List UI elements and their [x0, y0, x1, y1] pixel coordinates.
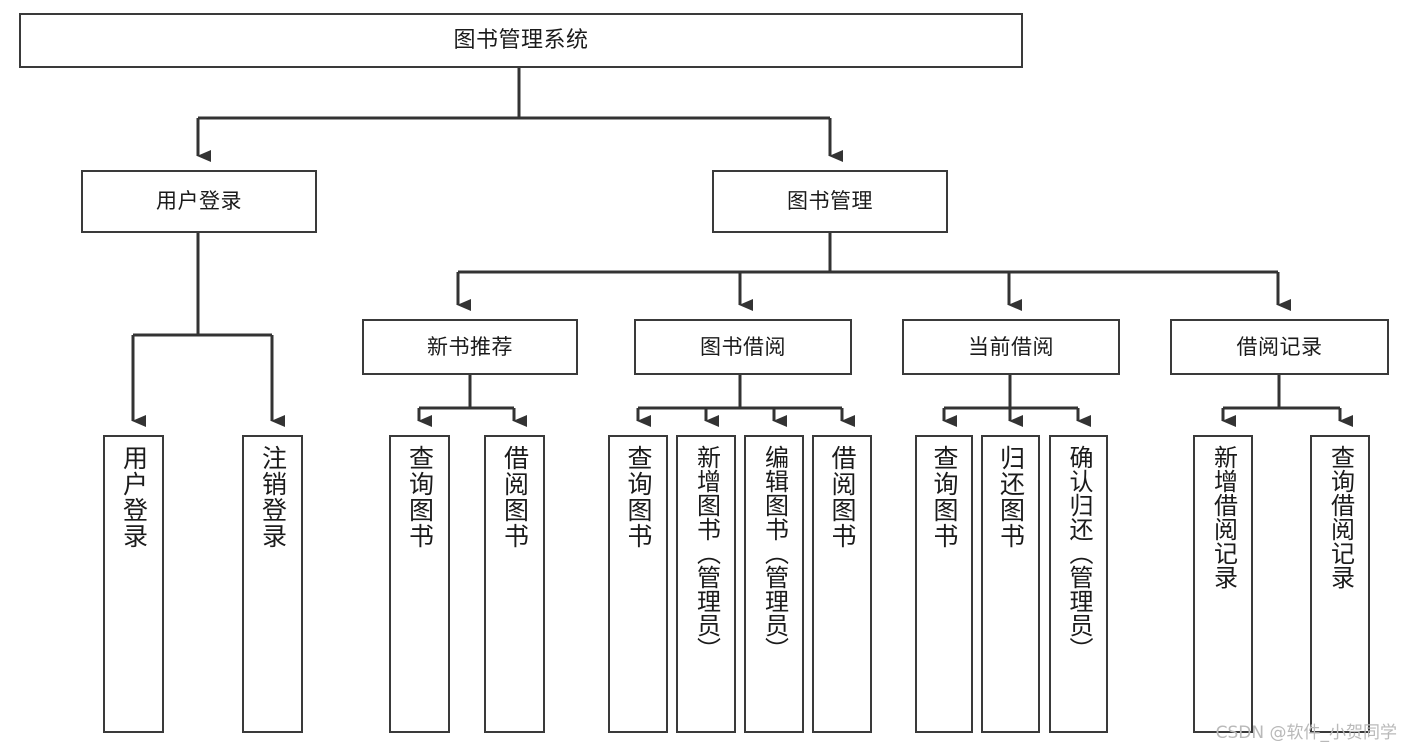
leaf-book-borrow-add-book-admin[interactable]: 新增图书（管理员）: [676, 435, 736, 733]
leaf-borrow-record-add-record[interactable]: 新增借阅记录: [1193, 435, 1253, 733]
node-label: 查询图书: [624, 445, 653, 549]
node-root-book-management-system[interactable]: 图书管理系统: [19, 13, 1023, 68]
node-label: 新增借阅记录: [1209, 445, 1238, 589]
node-label: 归还图书: [996, 445, 1026, 549]
node-label: 用户登录: [119, 445, 149, 549]
node-label: 确认归还（管理员）: [1064, 445, 1093, 661]
leaf-current-borrow-confirm-return-admin[interactable]: 确认归还（管理员）: [1049, 435, 1108, 733]
node-book-management[interactable]: 图书管理: [712, 170, 948, 233]
leaf-book-borrow-query-book[interactable]: 查询图书: [608, 435, 668, 733]
node-borrow-record[interactable]: 借阅记录: [1170, 319, 1389, 375]
node-current-borrow[interactable]: 当前借阅: [902, 319, 1120, 375]
node-label: 当前借阅: [968, 334, 1054, 359]
node-label: 借阅记录: [1236, 334, 1323, 359]
node-label: 图书管理系统: [453, 27, 589, 53]
leaf-user-login-login[interactable]: 用户登录: [103, 435, 164, 733]
node-label: 新增图书（管理员）: [692, 445, 721, 661]
leaf-current-borrow-query-book[interactable]: 查询图书: [915, 435, 973, 733]
node-label: 图书借阅: [700, 334, 786, 359]
node-label: 用户登录: [156, 189, 242, 214]
node-new-book-recommend[interactable]: 新书推荐: [362, 319, 578, 375]
leaf-book-borrow-edit-book-admin[interactable]: 编辑图书（管理员）: [744, 435, 804, 733]
leaf-new-book-borrow-book[interactable]: 借阅图书: [484, 435, 545, 733]
node-book-borrow[interactable]: 图书借阅: [634, 319, 852, 375]
node-label: 查询图书: [930, 445, 959, 549]
node-user-login[interactable]: 用户登录: [81, 170, 317, 233]
node-label: 编辑图书（管理员）: [760, 445, 789, 661]
node-label: 借阅图书: [828, 445, 857, 549]
node-label: 注销登录: [258, 445, 288, 549]
leaf-borrow-record-query-record[interactable]: 查询借阅记录: [1310, 435, 1370, 733]
node-label: 新书推荐: [427, 334, 513, 359]
node-label: 查询借阅记录: [1326, 445, 1355, 589]
node-label: 查询图书: [405, 445, 435, 549]
watermark-text: CSDN @软件_小贺同学: [1215, 723, 1397, 743]
node-label: 图书管理: [787, 189, 873, 214]
leaf-user-login-logout[interactable]: 注销登录: [242, 435, 303, 733]
leaf-book-borrow-borrow-book[interactable]: 借阅图书: [812, 435, 872, 733]
leaf-new-book-query-book[interactable]: 查询图书: [389, 435, 450, 733]
leaf-current-borrow-return-book[interactable]: 归还图书: [981, 435, 1040, 733]
node-label: 借阅图书: [500, 445, 530, 549]
